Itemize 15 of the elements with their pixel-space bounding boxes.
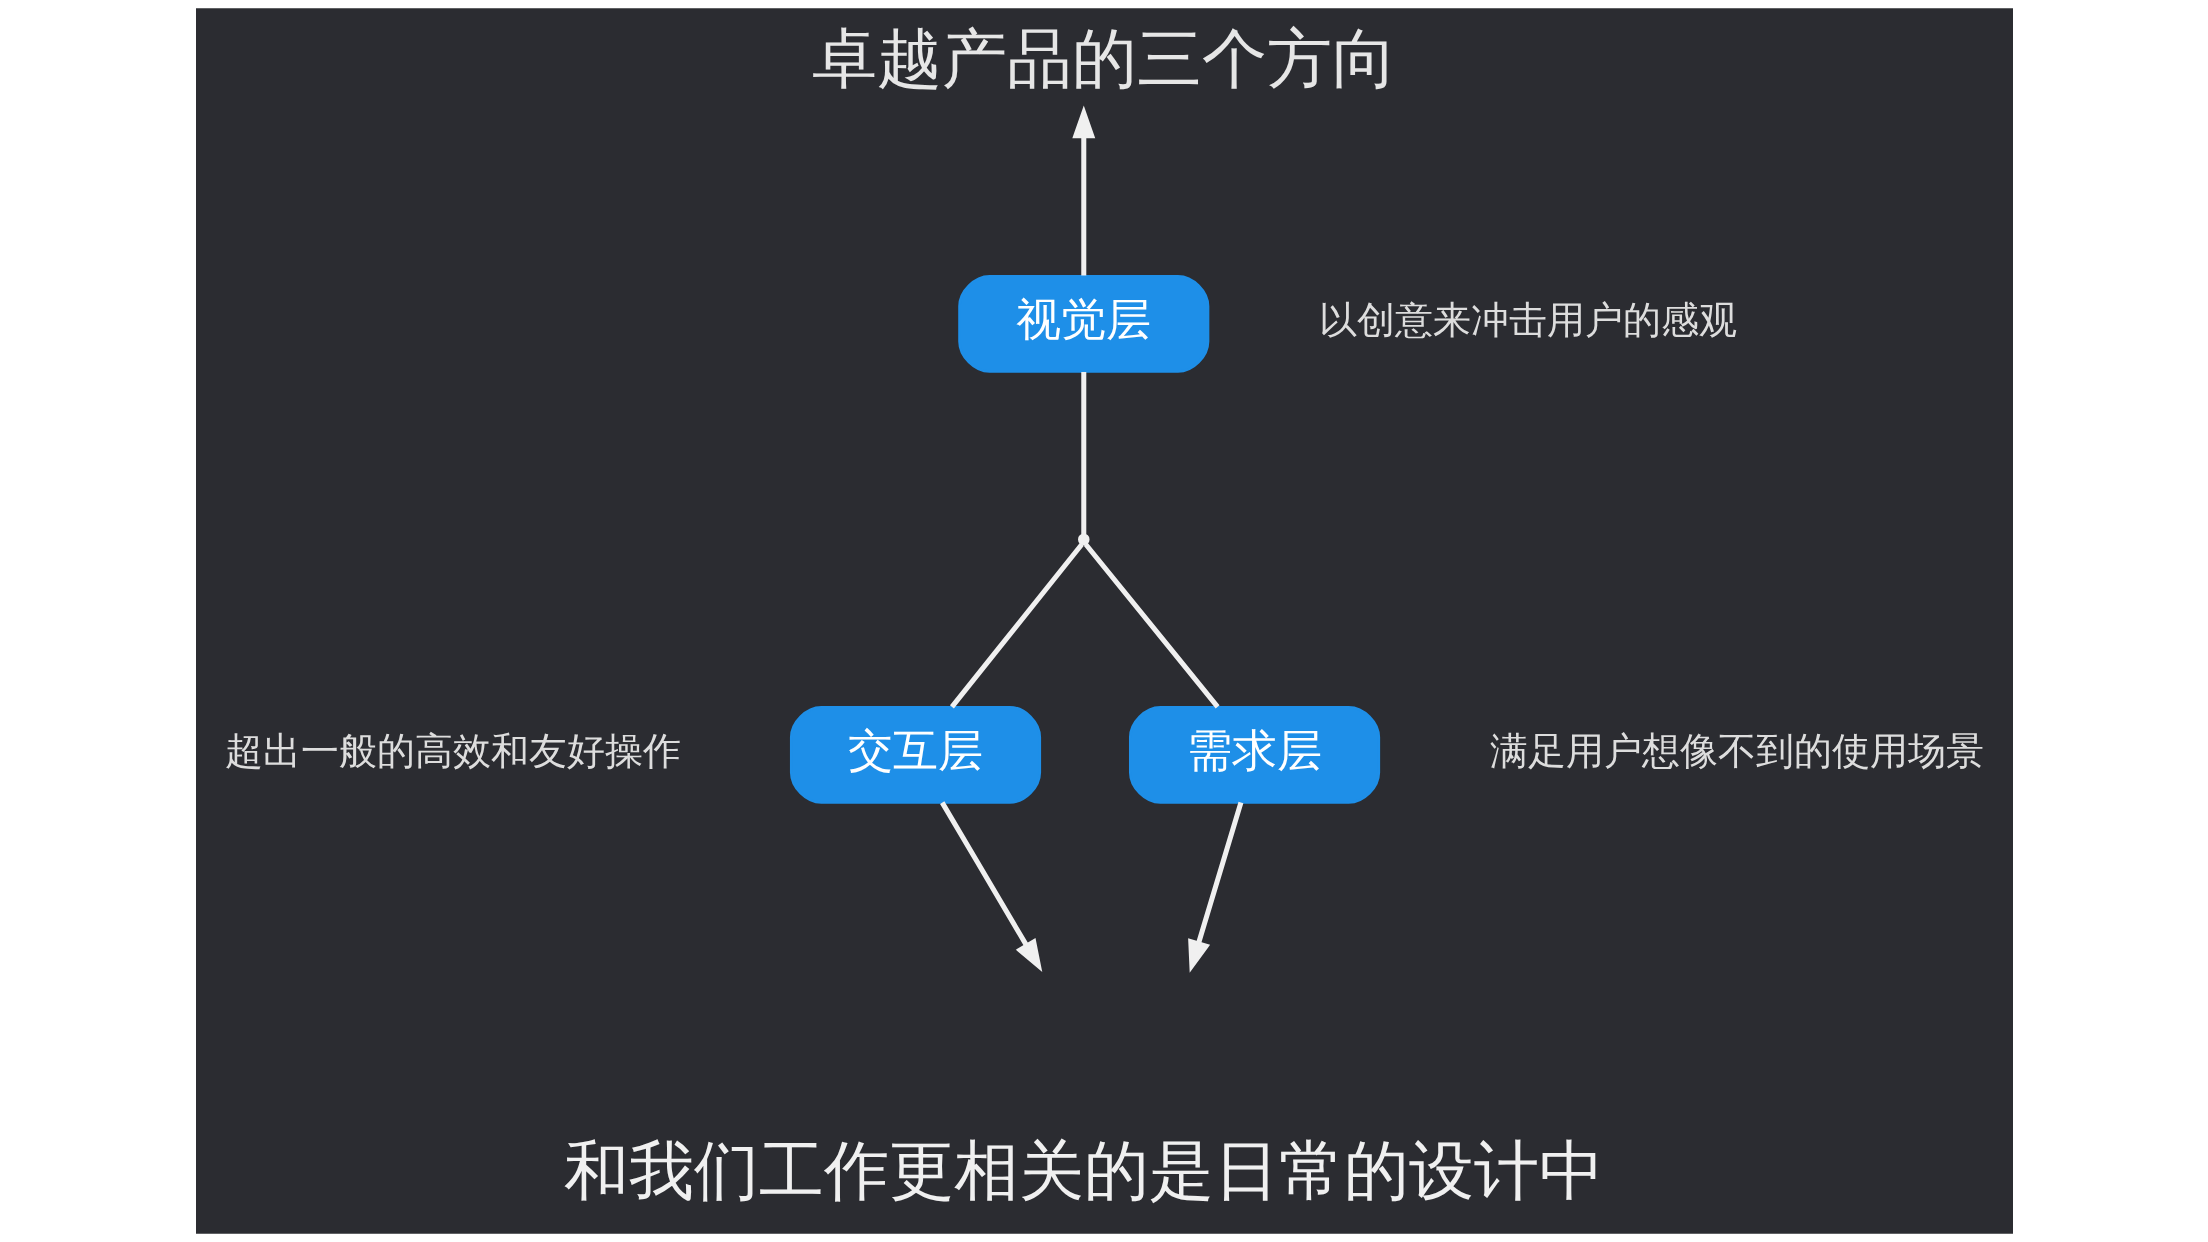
arrow: [1187, 801, 1243, 973]
node-label: 满足用户想像不到的使用场景: [1489, 728, 1984, 773]
node-box: 视觉层: [957, 274, 1209, 373]
connector: [1083, 542, 1220, 709]
caption: 和我们工作更相关的是日常的设计中: [563, 1132, 1604, 1209]
connector: [1080, 372, 1086, 535]
node-point: [1077, 533, 1090, 546]
node-box: 交互层: [789, 705, 1041, 804]
node-box: 需求层: [1128, 705, 1380, 804]
connector: [949, 542, 1084, 709]
node-label: 超出一般的高效和友好操作: [224, 728, 681, 773]
arrow: [939, 801, 1042, 973]
node-label: 以创意来冲击用户的感观: [1318, 297, 1737, 342]
diagram-title: 卓越产品的三个方向: [811, 19, 1397, 96]
arrow: [1071, 105, 1095, 276]
